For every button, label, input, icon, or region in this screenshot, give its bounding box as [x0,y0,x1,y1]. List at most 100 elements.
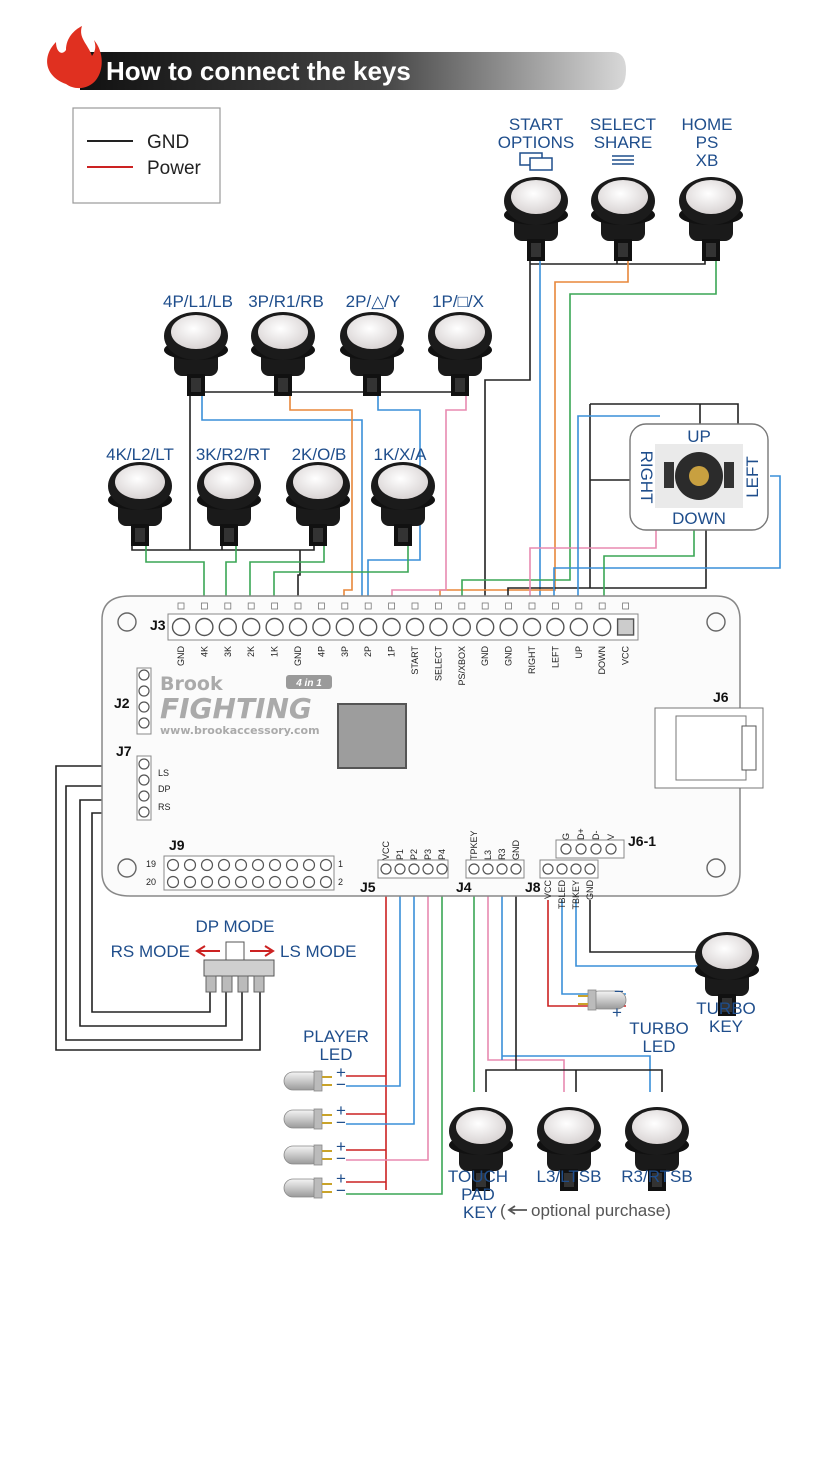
j8-pin-label: GND [585,880,595,901]
led-plus-3: + [336,1169,346,1188]
kick-label-1k: 1K/X/A [374,445,428,464]
j9-pin [217,858,231,872]
j3-pin-label: 2P [363,646,373,657]
j5-pin-3 [422,863,434,875]
arrow-left-icon [195,945,220,957]
j3-pin-label: SELECT [433,646,443,682]
r3-label: R3/RTSB [621,1167,693,1186]
j9-pin [268,858,282,872]
punch-label-1p: 1P/□/X [432,292,484,311]
flame-icon [47,26,102,89]
j9-pin [200,858,214,872]
j9-label: J9 [169,837,185,853]
j7-pin-0 [138,758,150,770]
led-minus-1: − [336,1113,346,1132]
j7-pin-rs: RS [158,802,171,812]
j61-label: J6-1 [628,833,656,849]
turbo-parts: − + TURBO LED TURBO KEY [577,932,759,1056]
j3-pin-label: 3K [223,646,233,657]
home-label-2: PS [696,133,719,152]
j9-pin-19: 19 [146,859,156,869]
start-label-2: OPTIONS [498,133,575,152]
main-chip [337,703,407,769]
legend-power-label: Power [147,158,202,179]
home-label-3: XB [696,151,719,170]
j8-pin-3 [584,863,596,875]
led-plus-0: + [336,1063,346,1082]
j9-pin [319,875,333,889]
title-banner: How to connect the keys [47,26,626,90]
j3-pin-15 [522,617,542,637]
kick-label-3k: 3K/R2/RT [196,445,270,464]
j9-pin [302,858,316,872]
touch-label-3: KEY [463,1203,497,1222]
j2-pin-2 [138,701,150,713]
j3-pin-label: 1P [387,646,397,657]
j9-pin [183,858,197,872]
j3-pin-16 [546,617,565,637]
j61-pin-label: D- [591,831,601,841]
j3-pin-4 [265,617,284,637]
j3-pin-label: GND [293,646,303,667]
turbo-key-label-2: KEY [709,1017,743,1036]
j61-pin-label: G [561,833,571,840]
kick-button-1k-image [371,462,435,546]
brand-name: Brook [160,673,223,695]
player-led-3-image [283,1144,333,1166]
j3-pin-label: VCC [621,646,631,666]
j3-pin-1 [195,617,214,637]
share-icon [612,155,634,165]
kick-button-2k-image [286,462,350,546]
j61-pin-1 [575,843,587,855]
j3-label: J3 [150,617,166,633]
player-led-label-2: LED [319,1045,352,1064]
turbo-led-plus: + [612,1003,622,1022]
function-buttons: START OPTIONS SELECT SHARE HOME PS XB [498,115,743,261]
j3-pin-label: LEFT [550,646,560,669]
j5-pin-4 [436,863,448,875]
j9-pin-1: 1 [338,859,343,869]
j5-pin-label: VCC [381,840,391,860]
kick-button-3k-image [197,462,261,546]
j3-pin-19 [616,618,635,636]
j9-pin [319,858,333,872]
bottom-buttons: TOUCH PAD KEY L3/LTSB R3/RTSB ( optional… [448,1107,693,1222]
select-label-1: SELECT [590,115,656,134]
j2-pin-0 [138,669,150,681]
led-minus-2: − [336,1149,346,1168]
j7-label: J7 [116,743,132,759]
j8-pin-label: TBLED [557,880,567,910]
rs-mode-label: RS MODE [111,942,190,961]
j8-pin-label: TBKEY [571,880,581,910]
j61-pin-2 [590,843,602,855]
j9-pin [200,875,214,889]
j4-pin-3 [510,863,522,875]
j5-pin-0 [380,863,392,875]
brand-badge: 4 in 1 [295,678,322,689]
dp-mode-label: DP MODE [195,917,274,936]
j61-pin-0 [560,843,572,855]
j9-pin [285,858,299,872]
j3-pin-label: GND [504,646,514,667]
j8-pin-2 [570,863,582,875]
j3-pin-label: 2K [246,646,256,657]
j4-pin-label: R3 [497,848,507,860]
joystick-down-label: DOWN [672,509,726,528]
j3-pin-label: 4K [199,646,209,657]
punch-button-2p-image [340,312,404,396]
punch-label-4p: 4P/L1/LB [163,292,233,311]
j5-pin-label: P1 [395,849,405,860]
j3-pin-12 [452,617,471,637]
ls-mode-label: LS MODE [280,942,357,961]
j4-pin-2 [496,863,508,875]
j6-label: J6 [713,689,729,705]
j8-pin-label: VCC [543,880,553,900]
j4-pin-label: GND [511,840,521,861]
j5-pin-label: P2 [409,849,419,860]
j3-pin-7 [335,617,354,637]
select-button-image [591,177,655,261]
j3-pin-18 [593,617,612,637]
kick-label-2k: 2K/O/B [292,445,347,464]
kick-buttons: 4K/L2/LT 3K/R2/RT 2K/O/B 1K/X/A [106,445,435,546]
